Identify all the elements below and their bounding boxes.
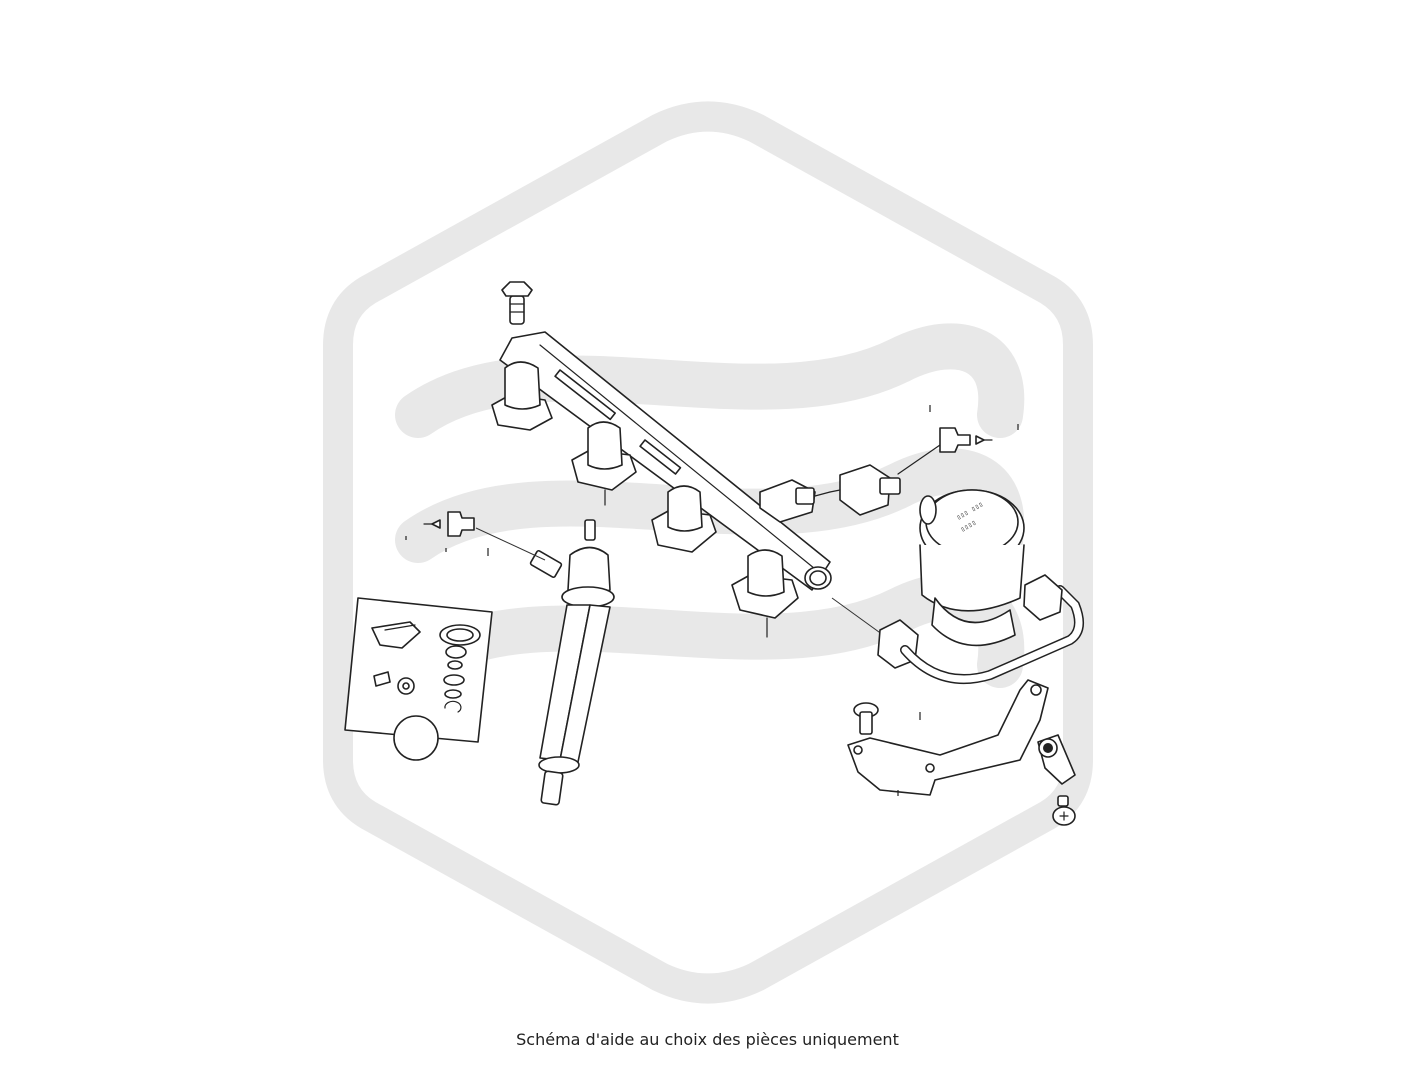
bracket-bolt [853, 702, 879, 735]
injector-connector [423, 511, 546, 561]
pump-bracket [847, 679, 1049, 796]
seal-kit-inset [344, 597, 493, 761]
fuel-injector [529, 519, 615, 806]
watermark-hexagon [323, 101, 1093, 1004]
high-pressure-line [831, 574, 1084, 685]
watermark-wave-2 [395, 448, 1025, 563]
injector-cup-1 [491, 361, 553, 431]
low-pressure-sensor [829, 444, 941, 516]
sensor-connector-right [939, 427, 993, 453]
rail-bolt [501, 281, 533, 325]
rail-pressure-sensor [759, 479, 831, 523]
fuel-rail [499, 331, 832, 591]
clamp-screw [1052, 795, 1076, 826]
injector-cup-4 [731, 549, 799, 638]
line-clamp [1037, 734, 1076, 785]
injector-cup-2 [571, 421, 637, 506]
leader-marks [405, 405, 1019, 796]
diagram-caption: Schéma d'aide au choix des pièces unique… [516, 1030, 899, 1049]
seal-kit-placeholder-circle [393, 715, 439, 761]
injector-cup-3 [651, 485, 717, 553]
high-pressure-pump: ▯▯▯ ▯▯▯ ▯▯▯▯ [919, 489, 1025, 647]
